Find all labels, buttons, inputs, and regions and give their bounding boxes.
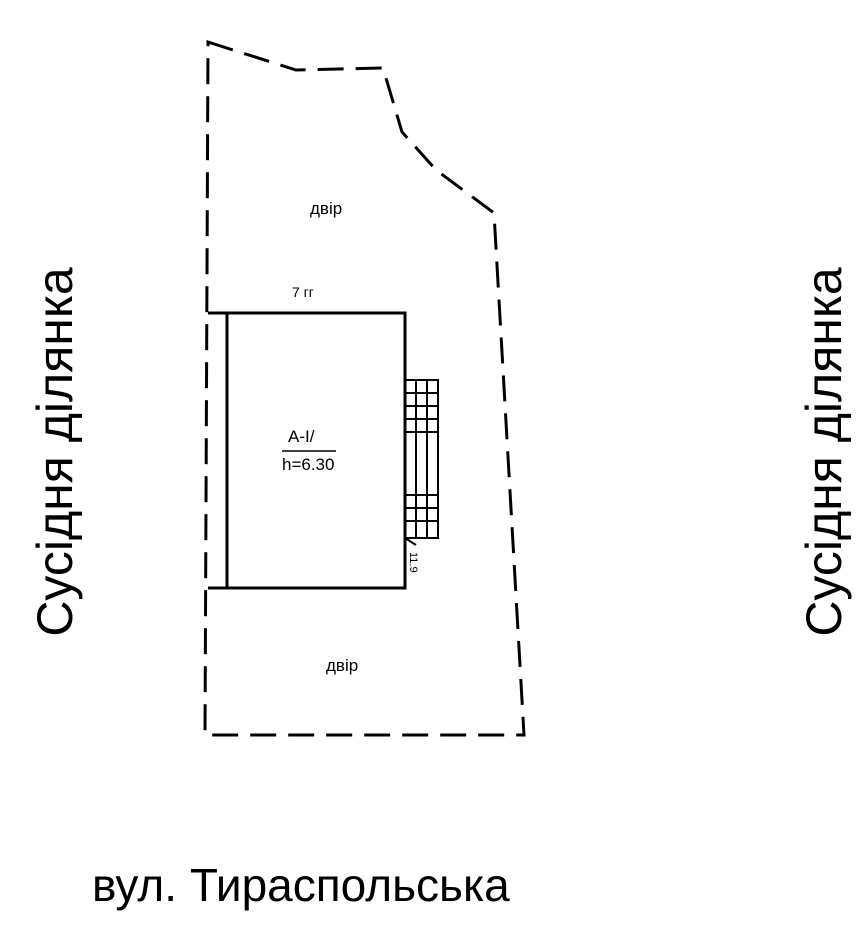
yard-bottom-label: двір xyxy=(326,656,358,675)
right-neighbor-label: Сусідня ділянка xyxy=(796,267,852,637)
street-label: вул. Тираспольська xyxy=(92,859,510,911)
porch-dimension-label: 11.9 xyxy=(407,552,419,573)
building-code-label: А-І/ xyxy=(288,427,315,446)
yard-top-label: двір xyxy=(310,199,342,218)
left-neighbor-label: Сусідня ділянка xyxy=(27,267,83,637)
porch-stairs xyxy=(404,379,439,546)
top-dimension-label: 7 гг xyxy=(292,284,314,300)
building-height-label: h=6.30 xyxy=(282,455,334,474)
plot-boundary xyxy=(203,39,526,737)
